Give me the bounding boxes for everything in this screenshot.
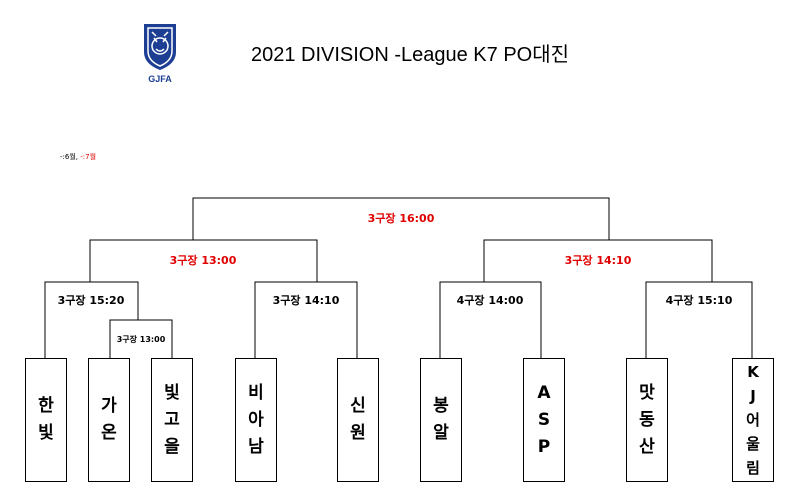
team-box: 빛 고 을 [151,358,193,482]
team-box: 신 원 [337,358,379,482]
tiger-shield-icon: GJFA [144,24,176,84]
month-legend: -:6월, -:7월 [60,152,96,162]
semi-left-match-label: 3구장 13:00 [167,252,239,268]
final-match-label: 3구장 16:00 [365,210,437,226]
team-box: 가 온 [88,358,130,482]
qf2-match-label: 3구장 14:10 [270,292,342,308]
team-name: 봉 알 [433,396,449,443]
page-title: 2021 DIVISION -League K7 PO대진 [250,44,570,66]
team-name: 한 빛 [38,396,54,443]
team-name: K J 어 울 림 [746,363,760,477]
team-box: 맛 동 산 [626,358,668,482]
team-name: 가 온 [101,396,117,443]
semi-right-match-label: 3구장 14:10 [562,252,634,268]
team-name: 비 아 남 [248,382,264,457]
team-name: 빛 고 을 [164,382,180,457]
team-name: 맛 동 산 [639,382,655,457]
legend-july: -:7월 [80,153,97,161]
team-box: A S P [523,358,565,482]
team-box: K J 어 울 림 [732,358,774,482]
legend-june: -:6월, [60,153,79,161]
logo-text: GJFA [148,74,172,84]
team-box: 비 아 남 [235,358,277,482]
qf1-match-label: 3구장 15:20 [55,292,127,308]
team-box: 한 빛 [25,358,67,482]
team-box: 봉 알 [420,358,462,482]
qf1-sub-match-label: 3구장 13:00 [114,334,168,345]
team-name: 신 원 [350,396,366,443]
team-name: A S P [537,382,551,457]
qf3-match-label: 4구장 14:00 [454,292,526,308]
gjfa-logo: GJFA [130,22,190,84]
qf4-match-label: 4구장 15:10 [663,292,735,308]
